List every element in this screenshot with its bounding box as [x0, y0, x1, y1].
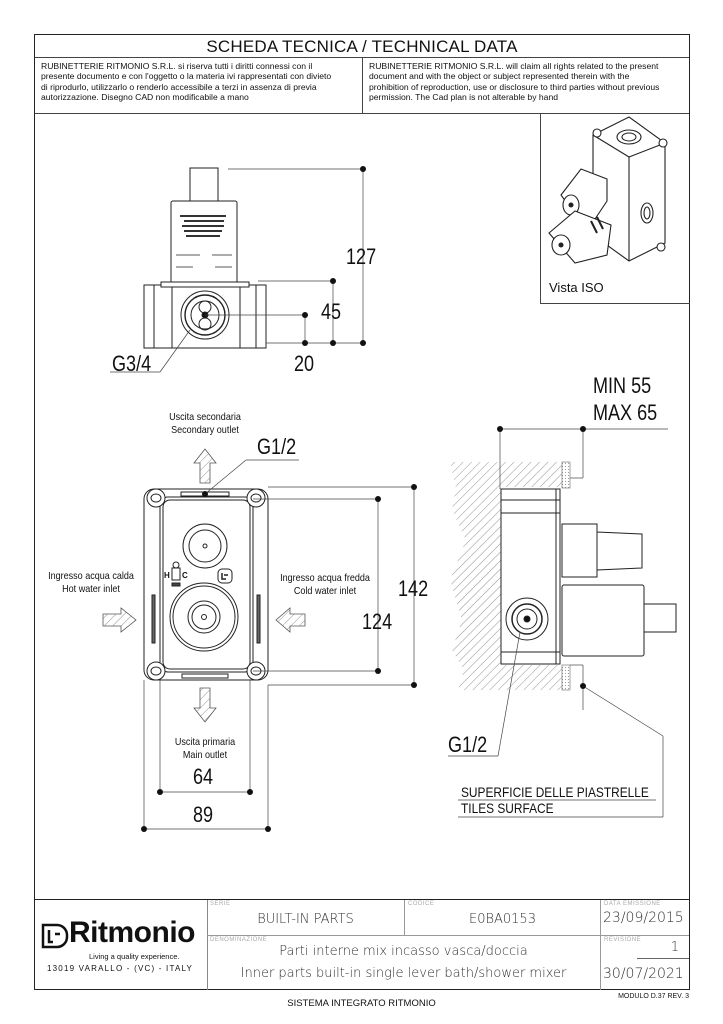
cold-mark: C — [182, 571, 188, 580]
serie-cell: SERIE BUILT-IN PARTS — [207, 900, 405, 936]
flow-arrows — [102, 448, 306, 723]
revisione-caption: REVISIONE — [604, 937, 642, 943]
notice-line: presente documento e con l'oggetto o la … — [41, 71, 332, 82]
label-line: Main outlet — [182, 749, 228, 761]
label-line: Secondary outlet — [171, 424, 239, 436]
data-revisione-value: 30/07/2021 — [603, 966, 684, 982]
depth-max: MAX 65 — [593, 400, 658, 425]
dimension-dots — [302, 166, 366, 346]
revisione-cell: REVISIONE 1 30/07/2021 — [601, 936, 689, 990]
thread-front-top: G1/2 — [257, 434, 297, 459]
data-emissione-caption: DATA EMISSIONE — [604, 901, 661, 907]
hot-inlet-arrow — [102, 607, 137, 633]
notice-line: di riprodurlo, utilizzarlo o renderlo ac… — [41, 81, 317, 92]
secondary-outlet-arrow — [193, 448, 217, 484]
main-outlet-label: Uscita primaria Main outlet — [166, 736, 243, 762]
ritmonio-logo-icon — [41, 923, 69, 949]
drawing-sheet: SCHEDA TECNICA / TECHNICAL DATA RUBINETT… — [34, 34, 690, 990]
notice-line: document and with the object or subject … — [369, 71, 630, 82]
label-line: Uscita primaria — [174, 736, 236, 748]
dim-inner-width: 64 — [193, 764, 214, 789]
depth-min: MIN 55 — [593, 373, 652, 398]
revisione-number: 1 — [670, 940, 679, 955]
notice-line: permission. The Cad plan is not alterabl… — [369, 92, 559, 103]
copyright-notice-italian: RUBINETTERIE RITMONIO S.R.L. si riserva … — [35, 58, 363, 113]
dim-center-height: 45 — [321, 299, 342, 324]
top-view — [143, 167, 267, 349]
divider — [35, 113, 689, 114]
front-view-dimensions — [143, 459, 415, 830]
hot-inlet-label: Ingresso acqua calda Hot water inlet — [44, 570, 139, 596]
hot-mark: H — [164, 571, 170, 580]
tiles-surface-label: SUPERFICIE DELLE PIASTRELLE TILES SURFAC… — [461, 784, 649, 816]
label-line: Ingresso acqua fredda — [280, 572, 370, 584]
denominazione-italian: Parti interne mix incasso vasca/doccia — [279, 944, 528, 959]
brand-name: Ritmonio — [69, 916, 195, 949]
main-outlet-arrow — [193, 687, 217, 723]
data-emissione-value: 23/09/2015 — [603, 910, 684, 926]
denominazione-english: Inner parts built-in single lever bath/s… — [240, 966, 567, 981]
title-block: Ritmonio Living a quality experience. 13… — [35, 899, 689, 990]
iso-view-drawing — [548, 116, 668, 264]
side-view-body — [500, 488, 677, 665]
label-line: Ingresso acqua calda — [48, 570, 134, 582]
dim-offset: 20 — [294, 351, 315, 376]
dim-inner-height: 124 — [362, 609, 393, 634]
dim-outer-width: 89 — [193, 802, 214, 827]
label-line: SUPERFICIE DELLE PIASTRELLE — [461, 784, 649, 800]
footer-system: SISTEMA INTEGRATO RITMONIO — [287, 998, 436, 1009]
notice-line: RUBINETTERIE RITMONIO S.R.L. si riserva … — [41, 61, 313, 71]
top-view-dimensions — [110, 168, 364, 373]
notice-line: RUBINETTERIE RITMONIO S.R.L. will claim … — [369, 61, 659, 71]
side-view-wall — [450, 461, 571, 691]
notice-line: prohibition of reproduction, use or disc… — [369, 81, 660, 92]
cold-inlet-label: Ingresso acqua fredda Cold water inlet — [278, 572, 373, 598]
cold-inlet-arrow — [275, 607, 306, 633]
denominazione-cell: DENOMINAZIONE Parti interne mix incasso … — [207, 936, 601, 990]
footer-module: MODULO D.37 REV. 3 — [618, 993, 689, 1000]
codice-value: E0BA0153 — [469, 912, 536, 927]
dim-outer-height: 142 — [398, 576, 429, 601]
secondary-outlet-label: Uscita secondaria Secondary outlet — [166, 411, 243, 437]
codice-caption: CODICE — [408, 901, 435, 907]
cartridge-markings — [180, 215, 226, 237]
data-emissione-cell: DATA EMISSIONE 23/09/2015 — [601, 900, 689, 936]
revisione-underline — [637, 958, 689, 959]
label-line: Hot water inlet — [62, 583, 120, 595]
serie-caption: SERIE — [210, 901, 231, 907]
dim-total-height: 127 — [346, 244, 377, 269]
denominazione-caption: DENOMINAZIONE — [210, 937, 268, 943]
iso-view-label: Vista ISO — [549, 280, 604, 295]
codice-cell: CODICE E0BA0153 — [405, 900, 601, 936]
sheet-title: SCHEDA TECNICA / TECHNICAL DATA — [35, 35, 689, 58]
front-view — [143, 488, 269, 681]
notice-line: autorizzazione. Disegno CAD non modifica… — [41, 92, 249, 103]
iso-view-panel: Vista ISO — [540, 113, 690, 304]
company-address: 13019 VARALLO - (VC) - ITALY — [47, 964, 194, 973]
label-line: Uscita secondaria — [169, 411, 241, 423]
thread-side-view: G1/2 — [448, 732, 488, 757]
label-line: TILES SURFACE — [461, 800, 554, 816]
copyright-notice-english: RUBINETTERIE RITMONIO S.R.L. will claim … — [363, 58, 689, 113]
serie-value: BUILT-IN PARTS — [257, 912, 354, 927]
label-line: Cold water inlet — [293, 585, 357, 597]
thread-top-view: G3/4 — [112, 351, 152, 376]
hc-marks: H C — [164, 571, 188, 580]
brand-tagline: Living a quality experience. — [89, 952, 180, 961]
company-logo-block: Ritmonio Living a quality experience. 13… — [35, 900, 208, 990]
